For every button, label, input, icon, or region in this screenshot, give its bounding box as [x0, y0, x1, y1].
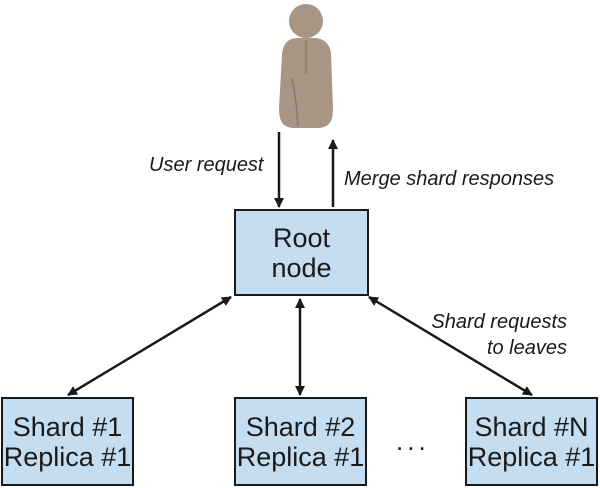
shard-requests-label-line2: to leaves [486, 337, 567, 359]
root-node-line1: Root [272, 222, 331, 253]
root-node-line2: node [271, 252, 332, 283]
shard-2-node: Shard #2 Replica #1 [234, 397, 367, 486]
shard-n-node: Shard #N Replica #1 [465, 397, 598, 486]
root-shard-1-arrow [67, 295, 232, 397]
shard-n-line1: Shard #N [474, 411, 589, 442]
shard-2-line1: Shard #2 [245, 411, 356, 442]
root-shard-n-arrow [368, 295, 533, 397]
shard-n-line2: Replica #1 [467, 441, 596, 472]
ellipsis: ... [396, 426, 430, 456]
merge-responses-label: Merge shard responses [344, 168, 555, 190]
shard-1-node: Shard #1 Replica #1 [1, 397, 134, 486]
root-node: Root node [234, 209, 369, 296]
shard-requests-label: Shard requests to leaves [400, 309, 567, 361]
shard-2-line2: Replica #1 [236, 441, 365, 472]
shard-1-line1: Shard #1 [12, 411, 123, 442]
user-request-label: User request [149, 154, 264, 176]
shard-1-line2: Replica #1 [3, 441, 132, 472]
person-icon [279, 4, 333, 128]
shard-requests-label-line1: Shard requests [431, 311, 567, 333]
